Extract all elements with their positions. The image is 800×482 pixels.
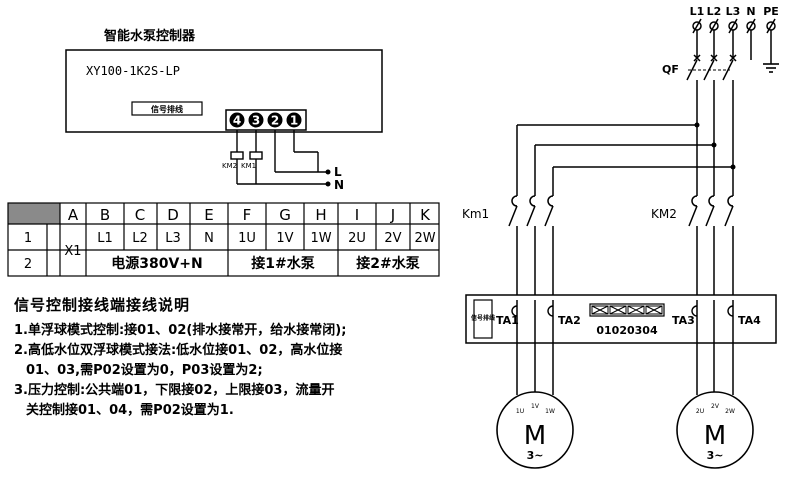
signal-board-label: 信号排线 <box>471 314 495 322</box>
motor-1-terminal-v: 1V <box>531 403 540 410</box>
cell-power: 电源380V+N <box>111 255 203 272</box>
motor-1-symbol: M <box>524 421 546 451</box>
terminal-1: 1 <box>286 112 302 128</box>
motor-1 <box>496 391 574 469</box>
ct-label-ta2: TA2 <box>558 314 581 327</box>
contactor-km2 <box>688 195 734 300</box>
controller-title: 智能水泵控制器 <box>104 28 196 44</box>
col-header-i: I <box>355 206 359 224</box>
node-l <box>325 169 331 175</box>
terminal-strip <box>225 109 307 131</box>
cell-l1: L1 <box>97 231 113 246</box>
contactor-km1 <box>508 195 554 300</box>
relay-label-km1: KM1 <box>241 162 256 170</box>
terminal-2: 2 <box>267 112 283 128</box>
cell-1w: 1W <box>310 231 331 246</box>
relay-wiring <box>230 130 328 185</box>
line-n-label: N <box>334 178 344 192</box>
breaker-qf <box>686 54 752 196</box>
cell-pump-2: 接2#水泵 <box>356 255 419 272</box>
supply-label-n: N <box>746 5 755 18</box>
motor-2-symbol: M <box>704 421 726 451</box>
supply-terminals <box>692 18 776 64</box>
line-l-label: L <box>334 165 342 179</box>
cell-2v: 2V <box>384 231 401 246</box>
contactor-label-km2: KM2 <box>651 207 677 221</box>
motor-2-phase: 3~ <box>707 449 724 462</box>
relay-label-km2: KM2 <box>222 162 237 170</box>
svg-text:1: 1 <box>290 114 298 128</box>
breaker-label: QF <box>662 63 679 76</box>
col-header-a: A <box>68 206 79 224</box>
node-n <box>325 181 331 187</box>
distribution-bus <box>516 124 733 196</box>
controller-box <box>65 49 383 133</box>
signal-label: 信号排线 <box>151 104 183 114</box>
cell-1v: 1V <box>276 231 293 246</box>
svg-text:2: 2 <box>271 114 279 128</box>
supply-label-pe: PE <box>763 5 779 18</box>
svg-text:4: 4 <box>233 114 241 128</box>
col-header-h: H <box>315 206 326 224</box>
controller-model: XY100-1K2S-LP <box>86 64 180 78</box>
ct-label-ta1: TA1 <box>496 314 519 327</box>
cell-l2: L2 <box>132 231 148 246</box>
terminal-4: 4 <box>229 112 245 128</box>
row-1-number: 1 <box>24 231 32 246</box>
signal-board-tag <box>473 299 493 339</box>
motor-2 <box>676 391 754 469</box>
bus-junctions <box>694 122 736 170</box>
col-header-j: J <box>390 206 395 224</box>
col-header-f: F <box>243 206 252 224</box>
note-2: 2.高低水位双浮球模式接法:低水位接01、02，高水位接 <box>14 343 343 358</box>
col-header-b: B <box>100 206 110 224</box>
ct-label-ta4: TA4 <box>738 314 761 327</box>
col-header-c: C <box>135 206 145 224</box>
signal-label-box <box>131 101 203 116</box>
supply-label-l1: L1 <box>690 5 705 18</box>
cell-n: N <box>204 231 214 246</box>
terminal-3: 3 <box>248 112 264 128</box>
wiring-notes: 信号控制接线端接线说明 1.单浮球模式控制:接01、02(排水接常开，给水接常闭… <box>14 294 454 421</box>
note-2-continued: 01、03,需P02设置为0，P03设置为2; <box>26 363 263 378</box>
notes-title: 信号控制接线端接线说明 <box>14 296 191 314</box>
col-header-d: D <box>167 206 179 224</box>
motor-2-terminal-u: 2U <box>696 408 704 415</box>
cell-x1: X1 <box>64 244 81 259</box>
row-2-number: 2 <box>24 257 32 272</box>
contactor-label-km1: Km1 <box>462 207 489 221</box>
terminal-table <box>7 202 440 277</box>
motor-2-terminal-w: 2W <box>725 408 735 415</box>
note-3: 3.压力控制:公共端01，下限接02，上限接03，流量开 <box>14 383 335 398</box>
ground-icon <box>763 63 779 73</box>
connector-block <box>589 303 665 317</box>
cell-l3: L3 <box>165 231 181 246</box>
motor-1-terminal-w: 1W <box>545 408 555 415</box>
cell-pump-1: 接1#水泵 <box>251 255 314 272</box>
cell-1u: 1U <box>238 231 256 246</box>
cell-2u: 2U <box>348 231 366 246</box>
motor-1-terminal-u: 1U <box>516 408 524 415</box>
col-header-g: G <box>279 206 291 224</box>
ct-coils <box>511 305 734 317</box>
supply-label-l2: L2 <box>707 5 722 18</box>
col-header-k: K <box>420 206 431 224</box>
note-3-continued: 关控制接01、04，需P02设置为1. <box>26 403 234 418</box>
col-header-e: E <box>204 206 213 224</box>
svg-text:3: 3 <box>252 114 260 128</box>
ct-label-ta3: TA3 <box>672 314 695 327</box>
connector-numbers: 01020304 <box>596 324 658 337</box>
supply-label-l3: L3 <box>726 5 741 18</box>
note-1: 1.单浮球模式控制:接01、02(排水接常开，给水接常闭); <box>14 323 347 338</box>
motor-2-terminal-v: 2V <box>711 403 720 410</box>
cell-2w: 2W <box>414 231 435 246</box>
motor-1-phase: 3~ <box>527 449 544 462</box>
